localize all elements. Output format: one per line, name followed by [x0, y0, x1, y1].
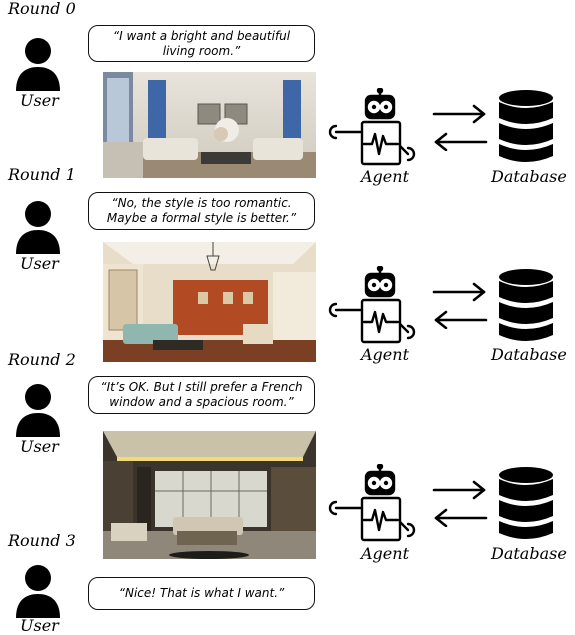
user-label: User: [20, 616, 59, 635]
utterance-text: “I want a bright and beautiful living ro…: [112, 28, 291, 58]
utterance-bubble: “It’s OK. But I still prefer a French wi…: [88, 376, 315, 414]
bidirectional-arrows-icon: [432, 479, 488, 531]
utterance-text: “No, the style is too romantic. Maybe a …: [106, 196, 297, 225]
utterance-text: “Nice! That is what I want.”: [118, 586, 285, 600]
round-1-label: Round 1: [8, 165, 76, 184]
user-icon: [14, 383, 62, 441]
round-2-label: Round 2: [8, 350, 76, 369]
living-room-photo: [103, 242, 316, 362]
user-icon: [14, 200, 62, 258]
database-label: Database: [491, 345, 567, 364]
database-label: Database: [491, 167, 567, 186]
user-label: User: [20, 437, 59, 456]
bidirectional-arrows-icon: [432, 281, 488, 333]
round-0-label: Round 0: [8, 0, 76, 18]
living-room-photo: [103, 72, 316, 178]
agent-label: Agent: [361, 167, 409, 186]
agent-robot-icon: [322, 463, 417, 546]
agent-robot-icon: [322, 265, 417, 348]
agent-robot-icon: [322, 87, 417, 170]
agent-label: Agent: [361, 544, 409, 563]
user-label: User: [20, 91, 59, 110]
database-icon: [498, 89, 554, 169]
utterance-bubble: “I want a bright and beautiful living ro…: [88, 25, 315, 62]
utterance-text: “It’s OK. But I still prefer a French wi…: [100, 380, 303, 409]
database-icon: [498, 268, 554, 348]
bidirectional-arrows-icon: [432, 103, 488, 155]
agent-label: Agent: [361, 345, 409, 364]
user-label: User: [20, 254, 59, 273]
utterance-bubble: “No, the style is too romantic. Maybe a …: [88, 192, 315, 230]
round-3-label: Round 3: [8, 531, 76, 550]
utterance-bubble: “Nice! That is what I want.”: [88, 577, 315, 610]
living-room-photo: [103, 431, 316, 559]
database-label: Database: [491, 544, 567, 563]
database-icon: [498, 466, 554, 546]
user-icon: [14, 564, 62, 622]
user-icon: [14, 37, 62, 95]
